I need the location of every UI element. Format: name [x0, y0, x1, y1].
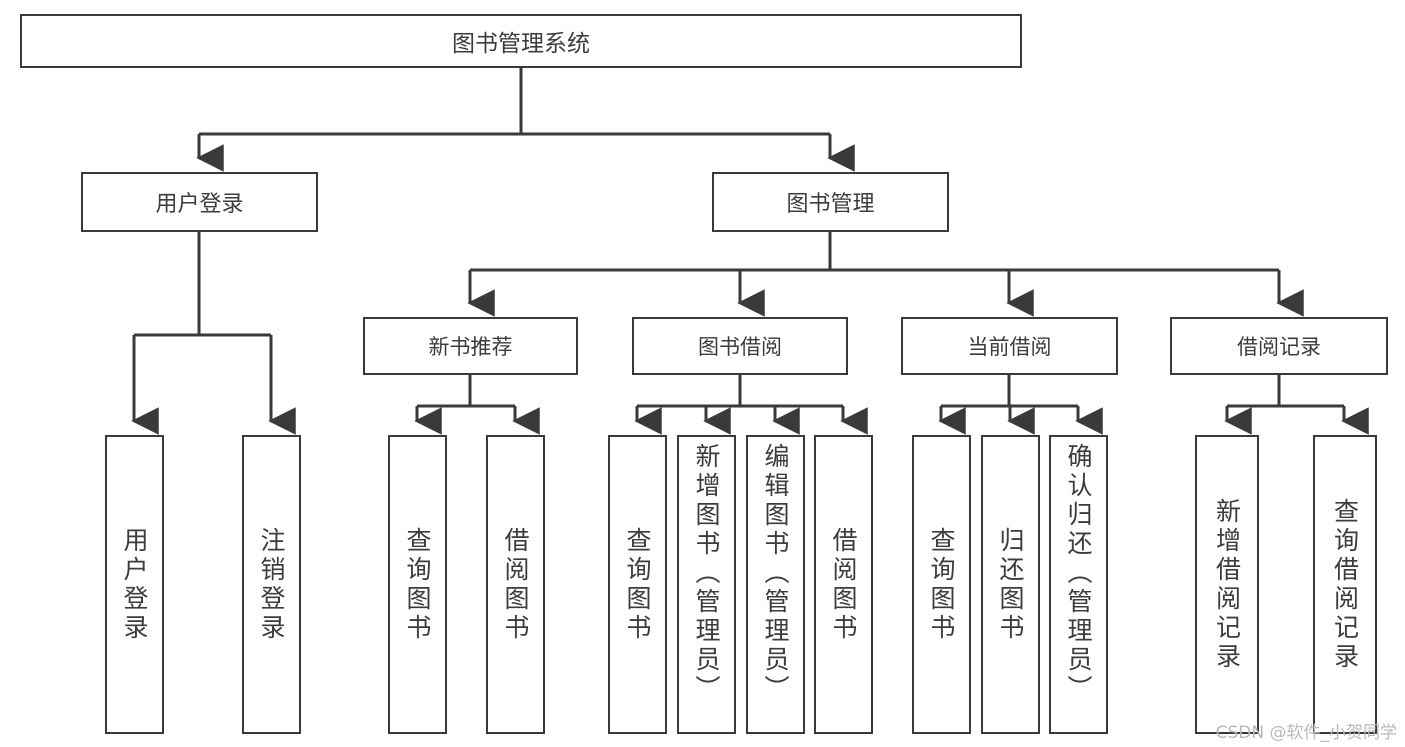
- leaf-current-borrow-confirm[interactable]: 确认归还（管理员）: [1049, 435, 1108, 734]
- leaf-label: 确认归还（管理员）: [1064, 443, 1093, 704]
- leaf-current-borrow-return[interactable]: 归还图书: [981, 435, 1040, 734]
- leaf-label: 查询图书: [403, 526, 432, 643]
- node-current-borrow-label: 当前借阅: [967, 335, 1052, 359]
- node-root[interactable]: 图书管理系统: [20, 14, 1022, 68]
- leaf-book-borrow-add[interactable]: 新增图书（管理员）: [677, 435, 736, 734]
- leaf-book-borrow-query[interactable]: 查询图书: [608, 435, 667, 734]
- node-book-management-label: 图书管理: [786, 192, 875, 217]
- node-book-management[interactable]: 图书管理: [712, 172, 949, 232]
- node-book-borrow[interactable]: 图书借阅: [632, 317, 848, 375]
- node-borrow-record[interactable]: 借阅记录: [1170, 317, 1388, 375]
- leaf-label: 新增借阅记录: [1212, 497, 1242, 672]
- leaf-new-book-query[interactable]: 查询图书: [388, 435, 447, 734]
- leaf-label: 注销登录: [257, 526, 286, 643]
- leaf-book-borrow-borrow[interactable]: 借阅图书: [814, 435, 873, 734]
- leaf-borrow-record-add[interactable]: 新增借阅记录: [1195, 435, 1259, 734]
- watermark: CSDN @软件_小贺同学: [1215, 723, 1397, 743]
- leaf-current-borrow-query[interactable]: 查询图书: [912, 435, 971, 734]
- node-borrow-record-label: 借阅记录: [1237, 335, 1321, 359]
- leaf-label: 借阅图书: [829, 526, 858, 643]
- leaf-user-login-logout[interactable]: 注销登录: [242, 435, 301, 734]
- leaf-label: 用户登录: [120, 526, 149, 643]
- leaf-label: 新增图书（管理员）: [692, 443, 721, 704]
- leaf-borrow-record-query[interactable]: 查询借阅记录: [1313, 435, 1377, 734]
- leaf-label: 归还图书: [996, 526, 1025, 643]
- leaf-label: 编辑图书（管理员）: [761, 443, 790, 704]
- node-root-label: 图书管理系统: [452, 31, 590, 57]
- node-user-login[interactable]: 用户登录: [81, 172, 318, 232]
- leaf-label: 借阅图书: [501, 526, 530, 643]
- leaf-label: 查询图书: [623, 526, 652, 643]
- node-current-borrow[interactable]: 当前借阅: [901, 317, 1118, 375]
- leaf-label: 查询图书: [927, 526, 956, 643]
- leaf-user-login-login[interactable]: 用户登录: [105, 435, 164, 734]
- leaf-book-borrow-edit[interactable]: 编辑图书（管理员）: [746, 435, 805, 734]
- node-new-book-recommend[interactable]: 新书推荐: [363, 317, 578, 375]
- leaf-new-book-borrow[interactable]: 借阅图书: [486, 435, 545, 734]
- node-book-borrow-label: 图书借阅: [698, 335, 782, 359]
- leaf-label: 查询借阅记录: [1330, 497, 1360, 672]
- node-user-login-label: 用户登录: [155, 192, 244, 217]
- node-new-book-recommend-label: 新书推荐: [428, 335, 513, 359]
